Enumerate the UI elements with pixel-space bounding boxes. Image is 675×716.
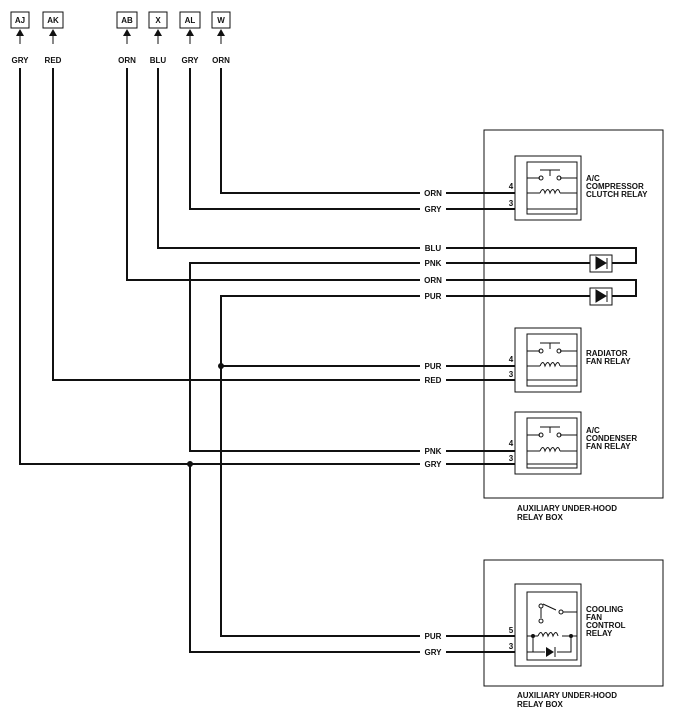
svg-text:GRY: GRY bbox=[11, 56, 29, 65]
wire-pur bbox=[220, 295, 590, 637]
splice-pur bbox=[218, 363, 224, 369]
pin-number: 3 bbox=[509, 642, 514, 651]
relay-label: FAN RELAY bbox=[586, 357, 631, 366]
relay-label: A/C bbox=[586, 426, 600, 435]
diode-icon bbox=[589, 287, 613, 306]
svg-text:BLU: BLU bbox=[150, 56, 167, 65]
auxiliary-relay-box-1 bbox=[483, 129, 664, 499]
svg-text:ORN: ORN bbox=[118, 56, 136, 65]
relay-label: RADIATOR bbox=[586, 349, 628, 358]
wire-w-orn bbox=[220, 68, 515, 194]
relay-label: COOLING bbox=[586, 605, 623, 614]
relay-radiator-fan bbox=[514, 327, 582, 393]
relay-box-caption: RELAY BOX bbox=[517, 513, 563, 522]
wire-aj-gry bbox=[19, 68, 515, 465]
wire-label-blu: BLU bbox=[425, 244, 442, 253]
wire-ak-red bbox=[52, 68, 515, 381]
pin-number: 4 bbox=[509, 439, 514, 448]
wire-x-blu bbox=[157, 68, 637, 264]
relay-label: RELAY bbox=[586, 629, 613, 638]
wire-label-red: RED bbox=[425, 376, 442, 385]
svg-text:ORN: ORN bbox=[212, 56, 230, 65]
relay-label: CONDENSER bbox=[586, 434, 637, 443]
wire-label-pur: PUR bbox=[425, 632, 442, 641]
pin-number: 5 bbox=[509, 626, 514, 635]
connector-x: X BLU bbox=[148, 11, 168, 65]
relay-compressor-clutch bbox=[514, 155, 582, 221]
svg-text:W: W bbox=[217, 16, 225, 25]
connector-al: AL GRY bbox=[179, 11, 201, 65]
wire-label-gry: GRY bbox=[424, 205, 442, 214]
wire-label-pur: PUR bbox=[425, 292, 442, 301]
diode-icon bbox=[589, 254, 613, 273]
connector-ak: AK RED bbox=[42, 11, 64, 65]
wire-al-gry bbox=[189, 68, 515, 210]
relay-box-caption: AUXILIARY UNDER-HOOD bbox=[517, 504, 617, 513]
relay-label: A/C bbox=[586, 174, 600, 183]
svg-text:AK: AK bbox=[47, 16, 59, 25]
wire-label-backgrounds bbox=[420, 188, 446, 657]
relay-label: CLUTCH RELAY bbox=[586, 190, 648, 199]
relay-label: FAN bbox=[586, 613, 602, 622]
svg-text:X: X bbox=[155, 16, 161, 25]
relay-cooling-fan-control bbox=[514, 583, 582, 667]
wire-label-gry: GRY bbox=[424, 648, 442, 657]
relay-label: COMPRESSOR bbox=[586, 182, 644, 191]
svg-text:AJ: AJ bbox=[15, 16, 25, 25]
wire-label-pnk: PNK bbox=[425, 259, 442, 268]
pin-number: 3 bbox=[509, 454, 514, 463]
wire-pnk bbox=[189, 262, 590, 452]
relay-condenser-fan bbox=[514, 411, 582, 475]
connector-aj: AJ GRY bbox=[10, 11, 30, 65]
relay-label: CONTROL bbox=[586, 621, 626, 630]
relay-box-caption: RELAY BOX bbox=[517, 700, 563, 709]
splice-gry bbox=[187, 461, 193, 467]
svg-text:RED: RED bbox=[45, 56, 62, 65]
pin-number: 3 bbox=[509, 370, 514, 379]
pin-number: 3 bbox=[509, 199, 514, 208]
wire-gry-cooling bbox=[189, 464, 515, 653]
relay-box-caption: AUXILIARY UNDER-HOOD bbox=[517, 691, 617, 700]
pin-number: 4 bbox=[509, 355, 514, 364]
auxiliary-relay-box-2 bbox=[483, 559, 664, 687]
relay-label: FAN RELAY bbox=[586, 442, 631, 451]
connector-w: W ORN bbox=[211, 11, 231, 65]
svg-text:GRY: GRY bbox=[181, 56, 199, 65]
wire-label-orn: ORN bbox=[424, 276, 442, 285]
pin-number: 4 bbox=[509, 182, 514, 191]
wire-label-pnk: PNK bbox=[425, 447, 442, 456]
svg-text:AL: AL bbox=[185, 16, 196, 25]
wire-label-gry: GRY bbox=[424, 460, 442, 469]
svg-text:AB: AB bbox=[121, 16, 133, 25]
connector-ab: AB ORN bbox=[116, 11, 138, 65]
wire-ab-orn bbox=[126, 68, 637, 297]
wire-label-orn: ORN bbox=[424, 189, 442, 198]
wire-label-pur: PUR bbox=[425, 362, 442, 371]
